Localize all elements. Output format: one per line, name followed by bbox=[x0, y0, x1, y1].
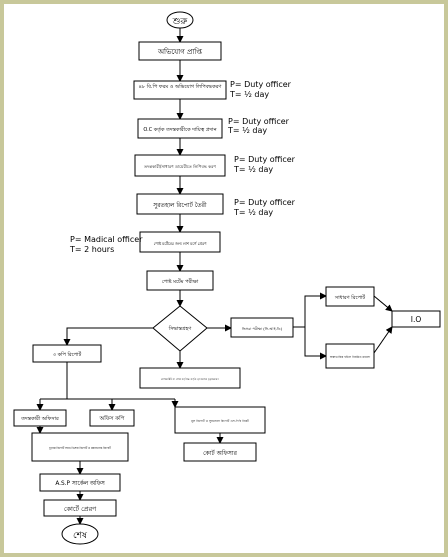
edges bbox=[36, 28, 393, 525]
note-1-time: T= ½ day bbox=[229, 90, 269, 99]
node-gd-and-complaint-label: ৪৮ বি.পি ফরম ও অভিযোগ লিপিবদ্ধকরণ bbox=[139, 84, 223, 90]
node-viscera-test: ভিসরা পরীক্ষা (সি.আই.ডি) bbox=[230, 317, 294, 338]
node-if-found-case-label: অস্বাভাবিক হইলে নিয়মিত মামলা bbox=[329, 355, 370, 359]
node-final-with-viscera: চূড়ান্ত রিপোর্ট সাথে ভিসরা রিপোর্ট ও ময… bbox=[31, 432, 129, 462]
node-decision: সিদ্ধান্তগ্রহণ bbox=[152, 305, 208, 352]
node-if-found-case: অস্বাভাবিক হইলে নিয়মিত মামলা bbox=[325, 343, 375, 369]
node-office-copy: অফিস কপি bbox=[89, 409, 135, 427]
node-viscera-test-label: ভিসরা পরীক্ষা (সি.আই.ডি) bbox=[241, 326, 283, 331]
note-1: P= Duty officer T= ½ day bbox=[229, 80, 292, 99]
node-io-label: I.O bbox=[411, 315, 422, 324]
node-complaint-received-label: অভিযোগ প্রাপ্তি bbox=[157, 48, 202, 56]
note-5-person: P= Madical officer bbox=[70, 235, 143, 244]
node-postmortem-label: পোষ্ট মর্টেম পরীক্ষা bbox=[162, 278, 199, 285]
node-inquest-report: সুরতহাল রিপোর্ট তৈরী bbox=[136, 193, 224, 215]
node-magistrate-inquest: ম্যাজিস্ট্রেট বা পৌর কর্তৃপক্ষ কর্তৃক মৃ… bbox=[139, 367, 241, 389]
node-three-copies: ৩ কপি রিপোর্ট bbox=[32, 344, 102, 363]
node-final-with-viscera-label: চূড়ান্ত রিপোর্ট সাথে ভিসরা রিপোর্ট ও ময… bbox=[48, 446, 111, 450]
node-final-report: মূল রিপোর্ট ও সুরতহাল রিপোর্ট এস.পি'র নি… bbox=[174, 406, 266, 434]
note-1-person: P= Duty officer bbox=[230, 80, 292, 89]
edge-case-io bbox=[373, 326, 393, 354]
node-end: শেষ bbox=[61, 523, 99, 545]
note-2-time: T= ½ day bbox=[227, 126, 267, 135]
node-body-to-morgue: পোষ্ট মর্টেমের জন্য লাশ মর্গে প্রেরণ bbox=[139, 231, 221, 253]
edge-viscera-case bbox=[304, 327, 327, 360]
node-start-label: শুরু bbox=[172, 17, 189, 27]
node-postmortem: পোষ্ট মর্টেম পরীক্ষা bbox=[146, 270, 214, 291]
note-4-person: P= Duty officer bbox=[234, 198, 296, 207]
node-complaint-received: অভিযোগ প্রাপ্তি bbox=[138, 41, 222, 61]
node-investigating-officer: তদন্তকারী অফিসার bbox=[13, 409, 67, 427]
node-office-copy-label: অফিস কপি bbox=[99, 415, 126, 422]
node-final-report-label: মূল রিপোর্ট ও সুরতহাল রিপোর্ট এস.পি'র নি… bbox=[190, 419, 249, 423]
node-io: I.O bbox=[391, 310, 441, 328]
node-court-officer-label: কোর্ট অফিসার bbox=[203, 449, 238, 457]
node-start: শুরু bbox=[166, 11, 194, 29]
node-court-send-label: কোর্টে প্রেরণ bbox=[64, 504, 97, 513]
node-gd-and-complaint: ৪৮ বি.পি ফরম ও অভিযোগ লিপিবদ্ধকরণ bbox=[133, 80, 227, 100]
note-2-person: P= Duty officer bbox=[228, 117, 290, 126]
note-4-time: T= ½ day bbox=[233, 208, 273, 217]
node-end-label: শেষ bbox=[73, 531, 88, 541]
edge-decision-copies bbox=[63, 327, 153, 346]
edge-viscera-general bbox=[293, 292, 327, 328]
note-5-time: T= 2 hours bbox=[69, 245, 114, 254]
node-magistrate-inquest-label: ম্যাজিস্ট্রেট বা পৌর কর্তৃপক্ষ কর্তৃক মৃ… bbox=[160, 377, 219, 381]
node-decision-label: সিদ্ধান্তগ্রহণ bbox=[168, 326, 193, 332]
note-2: P= Duty officer T= ½ day bbox=[227, 117, 290, 135]
node-general-report: সাধারণ রিপোর্ট bbox=[325, 286, 375, 307]
node-oc-assign-label: O.C কর্তৃক তদন্তকারীকে দায়িত্ব প্রদান bbox=[143, 126, 217, 133]
node-investigation-officer-label: তদন্তকারী/সাধারণ ডায়েরীতে লিপিবদ্ধ করণ bbox=[143, 164, 216, 169]
node-asp-circle: A.S.P সার্কেল অফিস bbox=[39, 473, 121, 492]
note-5: P= Madical officer T= 2 hours bbox=[69, 235, 143, 254]
node-asp-circle-label: A.S.P সার্কেল অফিস bbox=[55, 480, 106, 487]
edge-general-io bbox=[373, 295, 393, 312]
node-investigating-officer-label: তদন্তকারী অফিসার bbox=[20, 415, 59, 422]
note-3-person: P= Duty officer bbox=[234, 155, 296, 164]
node-inquest-report-label: সুরতহাল রিপোর্ট তৈরী bbox=[152, 201, 207, 209]
node-oc-assign: O.C কর্তৃক তদন্তকারীকে দায়িত্ব প্রদান bbox=[137, 118, 223, 139]
note-4: P= Duty officer T= ½ day bbox=[233, 198, 296, 217]
node-court-officer: কোর্ট অফিসার bbox=[183, 442, 257, 462]
note-3: P= Duty officer T= ½ day bbox=[233, 155, 296, 174]
node-three-copies-label: ৩ কপি রিপোর্ট bbox=[53, 351, 82, 358]
node-body-to-morgue-label: পোষ্ট মর্টেমের জন্য লাশ মর্গে প্রেরণ bbox=[154, 241, 207, 246]
node-general-report-label: সাধারণ রিপোর্ট bbox=[334, 294, 365, 301]
node-court-send: কোর্টে প্রেরণ bbox=[43, 499, 117, 517]
node-investigation-officer: তদন্তকারী/সাধারণ ডায়েরীতে লিপিবদ্ধ করণ bbox=[134, 154, 226, 177]
note-3-time: T= ½ day bbox=[233, 165, 273, 174]
